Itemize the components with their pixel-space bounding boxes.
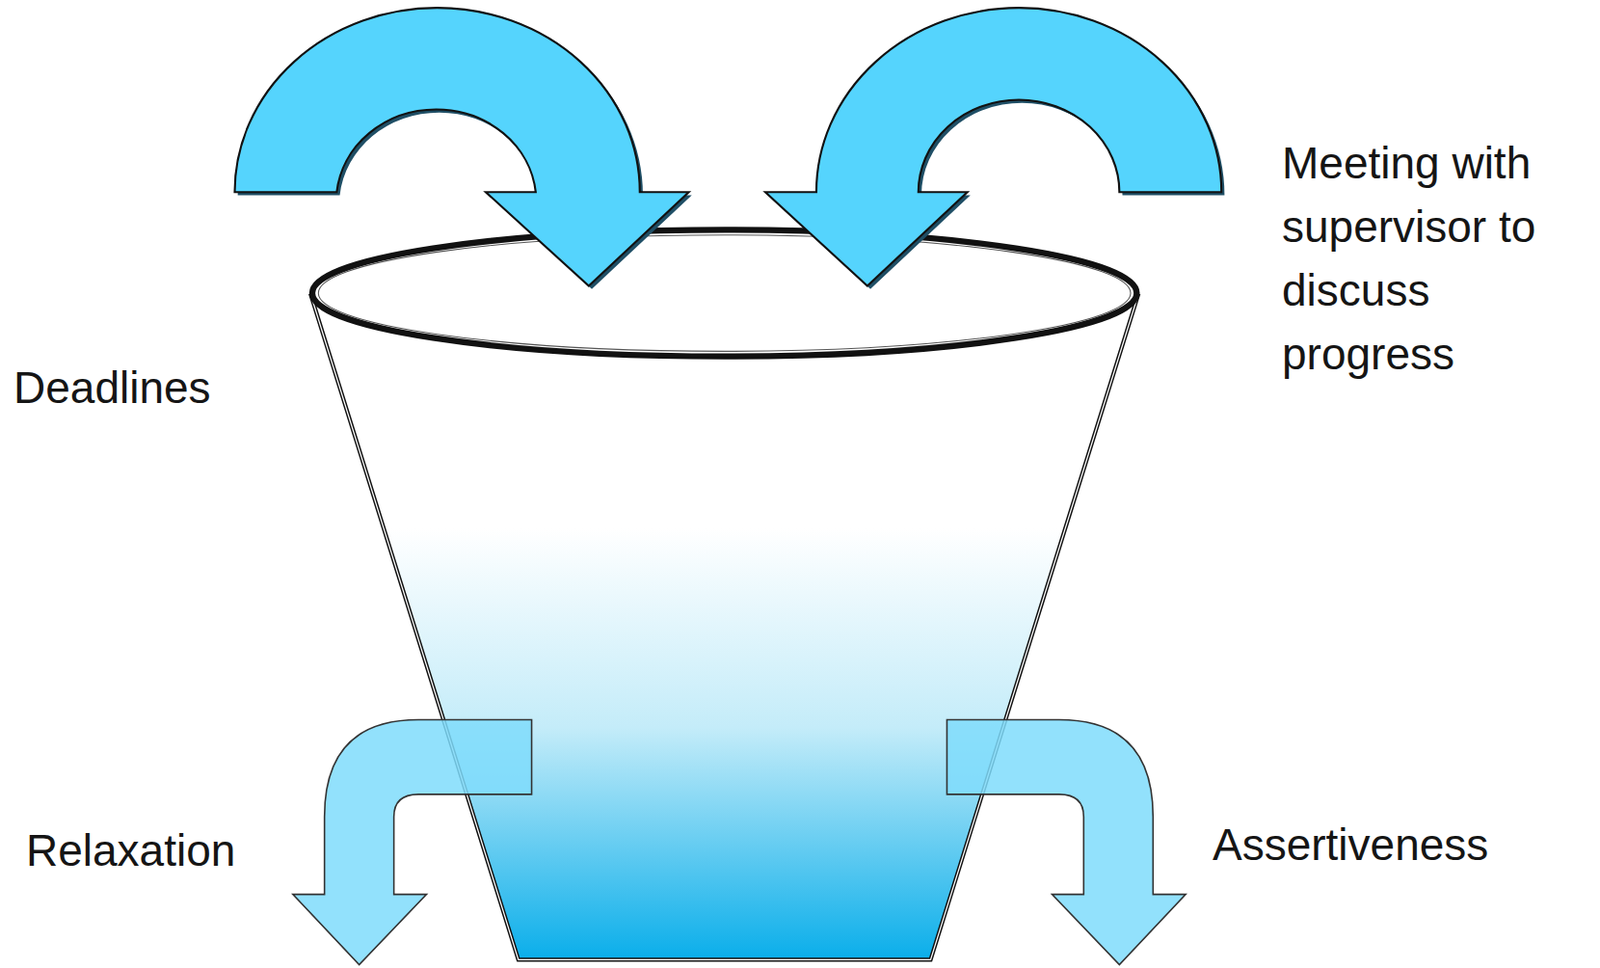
outflow-label: Assertiveness [1212, 815, 1599, 874]
outflow-tap [293, 720, 533, 965]
bucket-rim [312, 229, 1137, 356]
bucket-rim-line [311, 295, 1139, 960]
inflow-arrow [234, 7, 689, 286]
bucket-rim-inner [318, 235, 1131, 352]
inflow-label: Meeting with supervisor to discuss progr… [1281, 131, 1599, 386]
outflow-tap [946, 720, 1186, 965]
outflow-label: Relaxation [26, 821, 316, 880]
inflow-arrow [765, 7, 1222, 286]
inflow-label: Deadlines [13, 358, 322, 417]
bucket-body [311, 295, 1139, 960]
